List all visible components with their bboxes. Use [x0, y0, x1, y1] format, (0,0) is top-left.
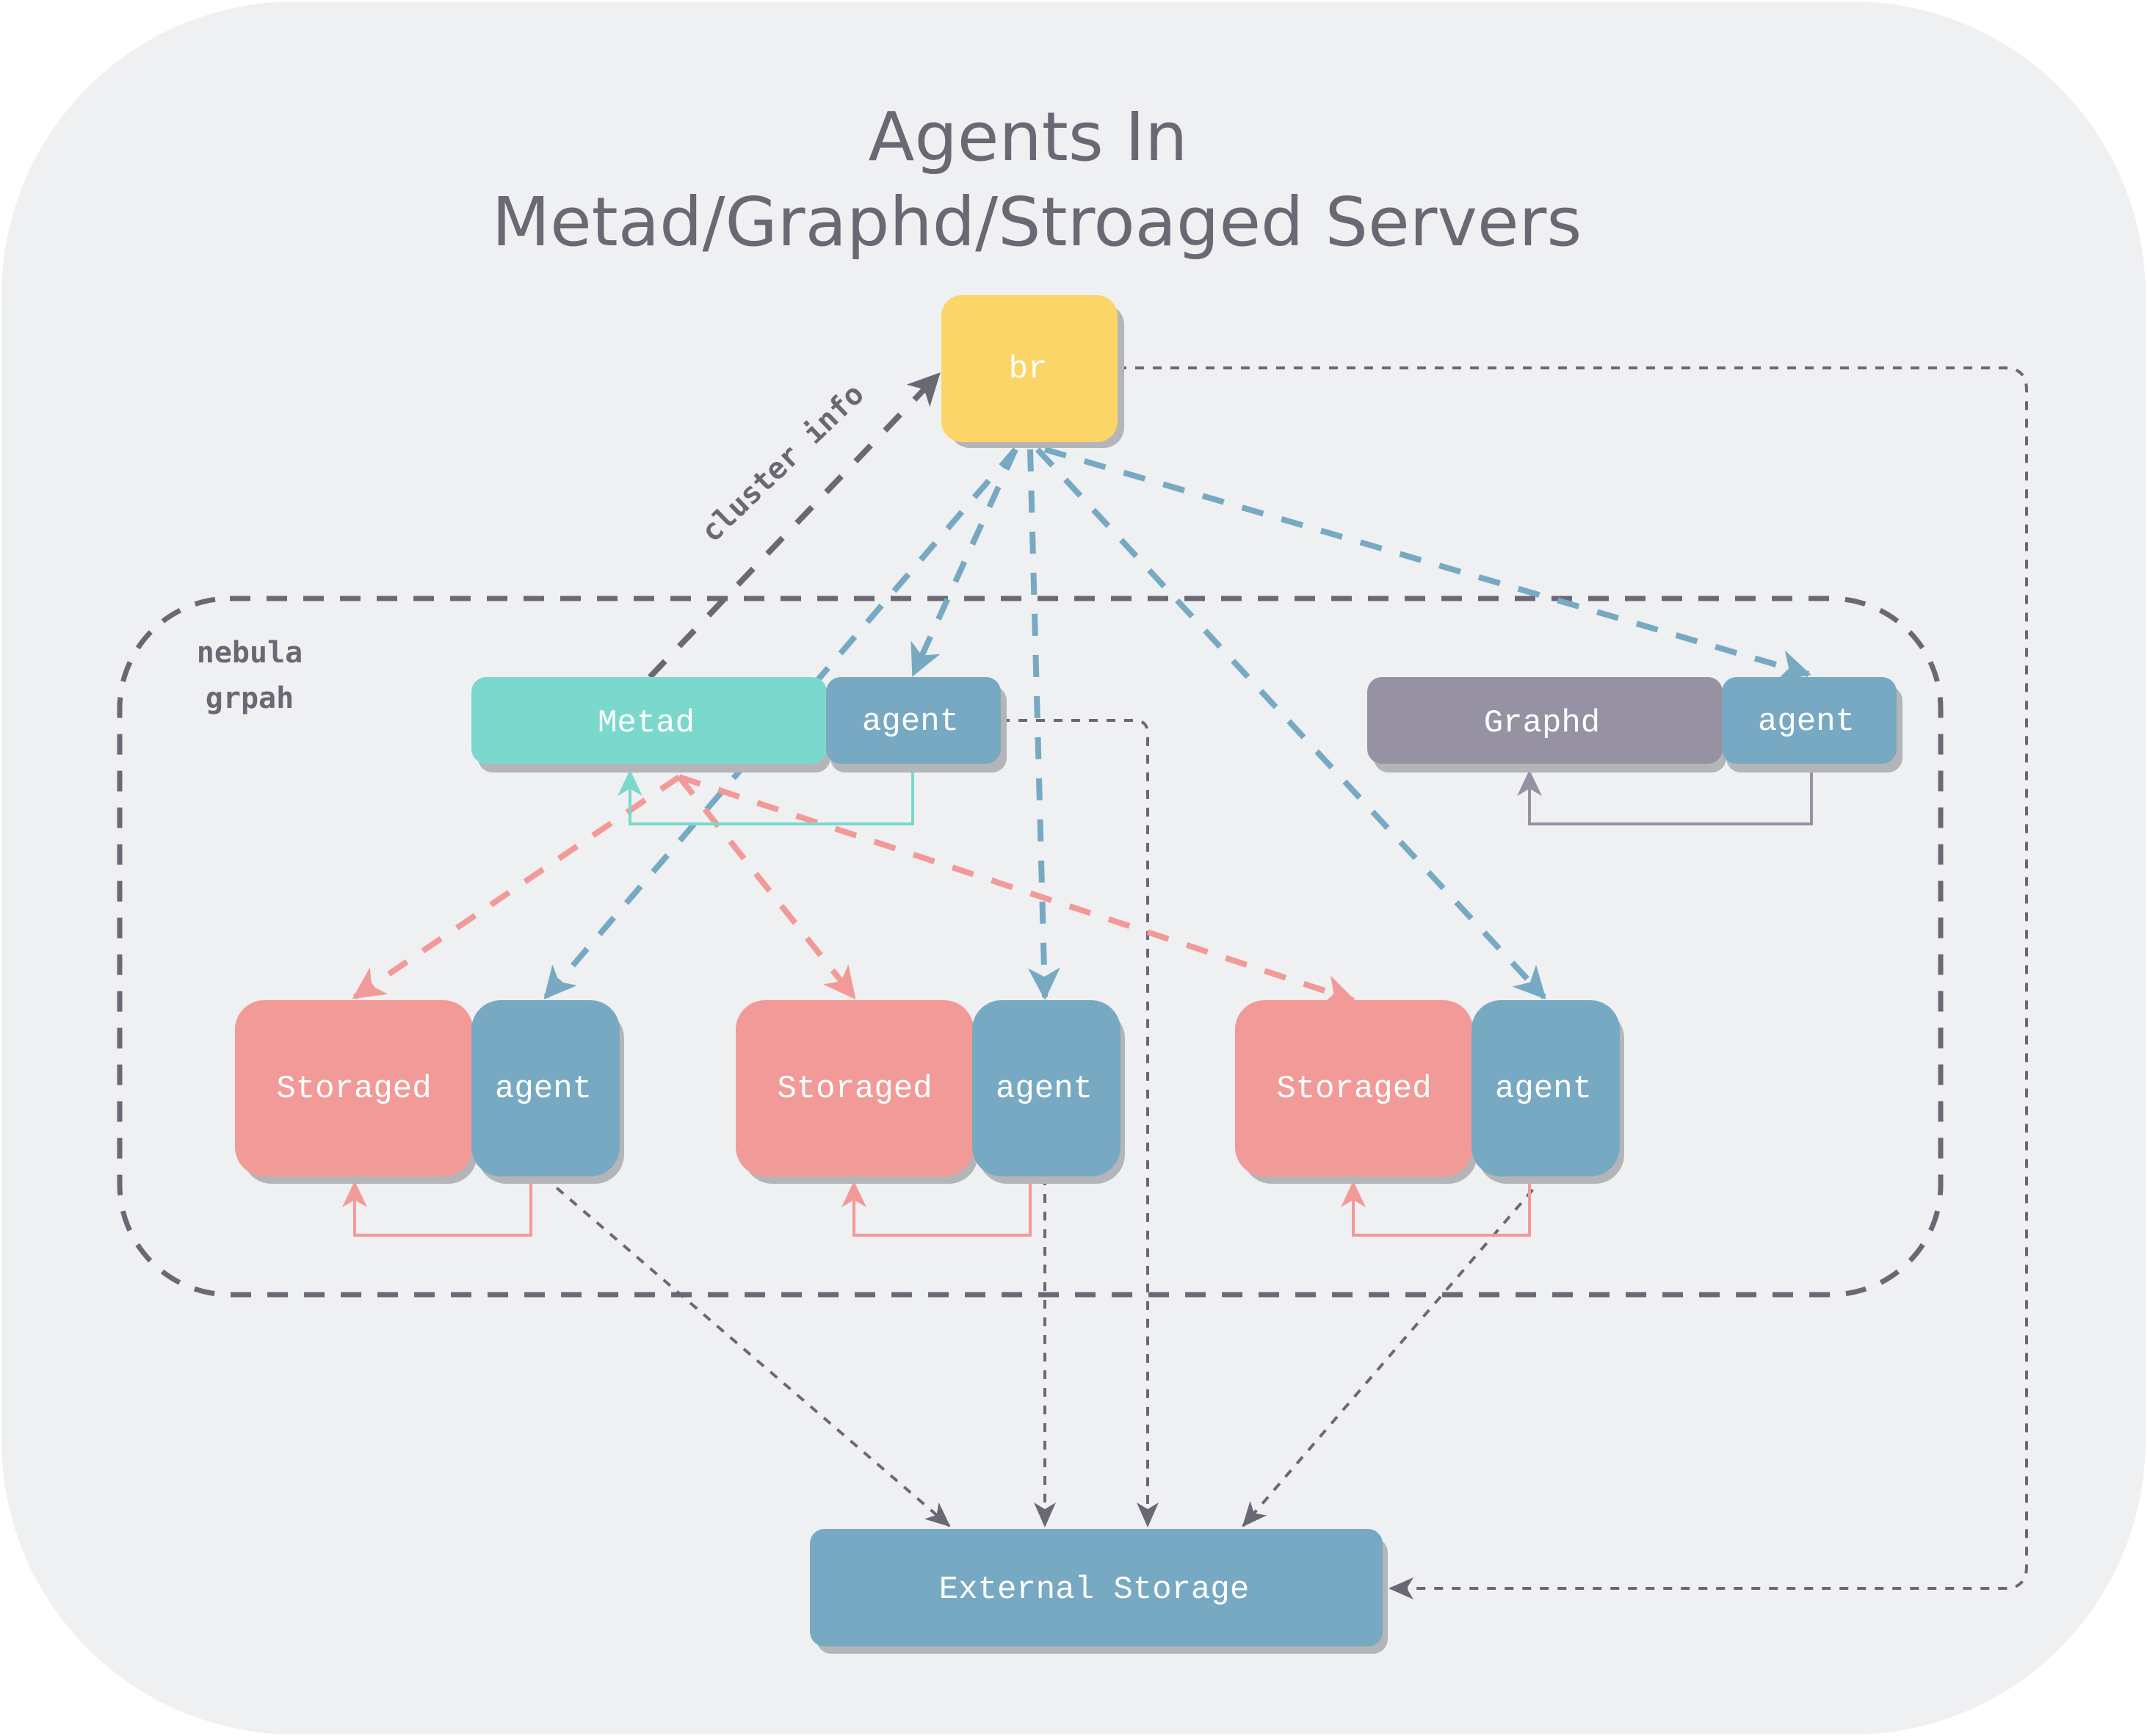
node-storaged-1-box — [235, 1000, 473, 1176]
node-storaged-1-agent-box — [471, 1000, 620, 1176]
node-storaged-2-agent[interactable]: agent — [972, 1000, 1125, 1184]
node-storaged-2-agent-box — [972, 1000, 1120, 1176]
node-metad-agent-label: agent — [862, 704, 959, 740]
node-storaged-2-label: Storaged — [777, 1071, 932, 1107]
node-br-box — [941, 295, 1118, 442]
node-storaged-2-box — [736, 1000, 974, 1176]
node-metad-box — [471, 677, 827, 764]
edge-br-to-graphd-agent — [1043, 446, 1811, 681]
node-storaged-1-label: Storaged — [276, 1071, 431, 1107]
edge-metad-to-br — [648, 372, 941, 679]
node-external-storage[interactable]: External Storage — [810, 1529, 1388, 1654]
node-storaged-3-box — [1235, 1000, 1473, 1176]
node-metad-agent-box — [826, 677, 1001, 764]
edge-br-to-storaged-2-agent — [1027, 449, 1060, 1000]
node-storaged-3-label: Storaged — [1276, 1071, 1431, 1107]
edge-metad-to-storaged-2 — [676, 775, 857, 1000]
node-br[interactable]: br — [941, 295, 1124, 448]
edge-br-to-metad-agent — [910, 448, 1018, 677]
diagram-title-line2: Metad/Graphd/Stroaged Servers — [492, 183, 1582, 261]
node-graphd-agent[interactable]: agent — [1722, 677, 1902, 773]
node-storaged-1-agent-label: agent — [495, 1071, 592, 1107]
edge-metad-agent-to-external-storage — [1001, 719, 1159, 1527]
edge-storaged-3-agent-to-storaged-3 — [1341, 1176, 1531, 1237]
node-graphd-agent-box — [1722, 677, 1897, 764]
edge-storaged-1-agent-to-storaged-1 — [342, 1176, 532, 1237]
node-storaged-3[interactable]: Storaged — [1235, 1000, 1477, 1184]
node-graphd-box — [1367, 677, 1723, 764]
node-external-storage-box — [810, 1529, 1383, 1646]
group-label-line2: grpah — [206, 681, 294, 715]
node-metad-agent[interactable]: agent — [826, 677, 1007, 773]
node-storaged-3-agent-box — [1471, 1000, 1620, 1176]
node-br-label: br — [1009, 351, 1048, 388]
node-storaged-1-agent[interactable]: agent — [471, 1000, 624, 1184]
node-storaged-3-agent[interactable]: agent — [1471, 1000, 1624, 1184]
edge-metad-agent-to-metad — [618, 764, 914, 825]
node-metad[interactable]: Metad — [471, 677, 830, 773]
node-storaged-1[interactable]: Storaged — [235, 1000, 477, 1184]
node-storaged-3-agent-label: agent — [1495, 1071, 1592, 1107]
edge-graphd-agent-to-graphd — [1517, 764, 1813, 825]
node-metad-label: Metad — [598, 705, 695, 742]
node-graphd-label: Graphd — [1484, 705, 1600, 742]
node-external-storage-label: External Storage — [939, 1572, 1249, 1608]
node-storaged-2-agent-label: agent — [996, 1071, 1093, 1107]
group-label-line1: nebula — [197, 636, 303, 670]
edge-storaged-1-agent-to-external-storage — [542, 1175, 951, 1527]
node-graphd[interactable]: Graphd — [1367, 677, 1726, 773]
edge-storaged-2-agent-to-storaged-2 — [841, 1176, 1032, 1237]
node-graphd-agent-label: agent — [1758, 704, 1855, 740]
edge-metad-to-storaged-3 — [678, 774, 1356, 1007]
edge-br-to-storaged-3-agent — [1035, 447, 1546, 999]
diagram-title-line1: Agents In — [869, 98, 1188, 176]
node-storaged-2[interactable]: Storaged — [736, 1000, 978, 1184]
